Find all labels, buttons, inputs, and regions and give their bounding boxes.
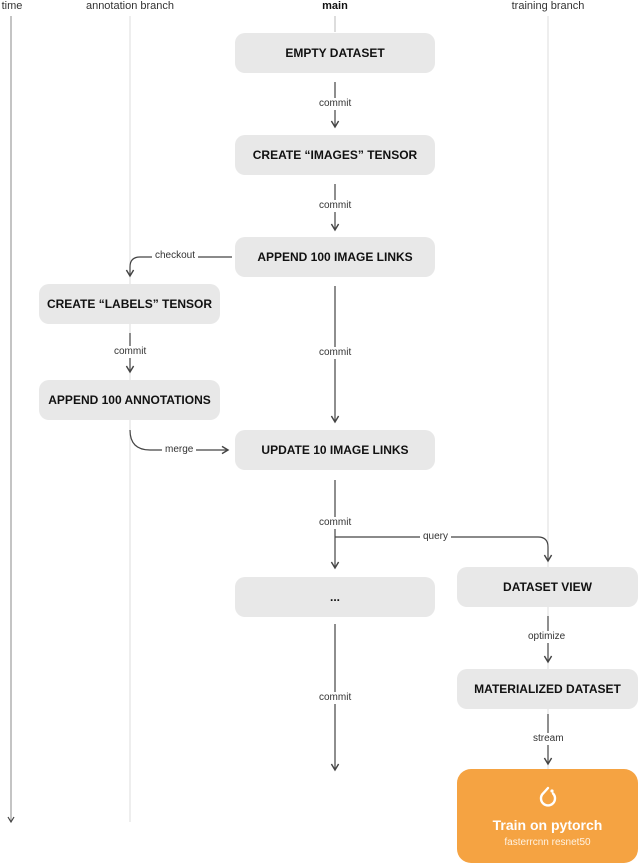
column-header-time: time	[1, 0, 23, 12]
column-header-main: main	[322, 0, 348, 12]
node-update-image-links: UPDATE 10 IMAGE LINKS	[235, 430, 435, 470]
column-header-training: training branch	[511, 0, 585, 12]
train-subtitle: fasterrcnn resnet50	[504, 836, 591, 848]
node-create-labels-tensor: CREATE “LABELS” TENSOR	[39, 284, 220, 324]
train-pytorch-box: Train on pytorch fasterrcnn resnet50	[457, 769, 638, 863]
edge-label-commit-3: commit	[316, 347, 355, 359]
edge-label-commit-4: commit	[316, 517, 355, 529]
edge-label-merge: merge	[162, 444, 197, 456]
edge-label-commit-2: commit	[316, 200, 355, 212]
node-dataset-view: DATASET VIEW	[457, 567, 638, 607]
edge-label-commit-1: commit	[316, 98, 355, 110]
edge-label-stream: stream	[530, 733, 567, 745]
node-materialized-dataset: MATERIALIZED DATASET	[457, 669, 638, 709]
node-create-images-tensor: CREATE “IMAGES” TENSOR	[235, 135, 435, 175]
edge-label-commit-annotation: commit	[111, 346, 150, 358]
pytorch-icon	[539, 786, 556, 807]
edge-label-optimize: optimize	[525, 631, 569, 643]
node-append-annotations: APPEND 100 ANNOTATIONS	[39, 380, 220, 420]
edge-label-query: query	[420, 531, 452, 543]
edge-label-commit-5: commit	[316, 692, 355, 704]
node-append-image-links: APPEND 100 IMAGE LINKS	[235, 237, 435, 277]
column-header-annotation: annotation branch	[85, 0, 175, 12]
train-title: Train on pytorch	[492, 816, 603, 833]
edge-label-checkout: checkout	[152, 250, 199, 262]
node-ellipsis: ...	[235, 577, 435, 617]
node-empty-dataset: EMPTY DATASET	[235, 33, 435, 73]
